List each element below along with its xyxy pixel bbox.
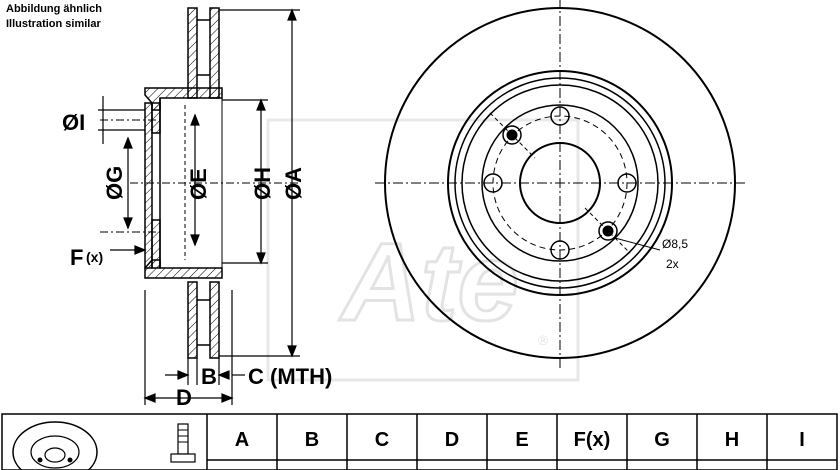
table-header-a: A — [235, 429, 249, 451]
table-header-e: E — [515, 429, 528, 451]
lower-outer-plate — [187, 281, 198, 359]
table-header-fx: F(x) — [574, 429, 611, 451]
locating-hole — [502, 125, 522, 145]
label-phi-h: ØH — [250, 167, 275, 200]
label-phi-g: ØG — [102, 166, 127, 200]
table-header-i: I — [799, 429, 805, 451]
caption-german: Abbildung ähnlich — [6, 3, 102, 15]
table-header-b: B — [305, 429, 319, 451]
watermark: Ate ® — [266, 118, 580, 382]
table-header-g: G — [654, 429, 670, 451]
label-phi-i: ØI — [62, 110, 85, 135]
hole-note-count: 2x — [666, 257, 679, 271]
wheel-bolt-icon — [170, 423, 196, 463]
upper-inner-plate — [209, 7, 220, 99]
section-view — [144, 7, 223, 359]
hat-wall — [144, 102, 153, 269]
upper-outer-plate — [187, 7, 198, 99]
lower-inner-plate — [209, 281, 220, 359]
brake-disc-icon — [12, 421, 98, 470]
hat-outer — [481, 104, 639, 262]
watermark-registered: ® — [538, 332, 549, 348]
locating-hole — [598, 221, 618, 241]
label-d: D — [176, 385, 192, 410]
label-f-sub: (x) — [86, 249, 103, 265]
hole-note-diameter: Ø8,5 — [662, 237, 688, 251]
caption-english: Illustration similar — [6, 18, 101, 30]
label-c-mth: C (MTH) — [248, 364, 332, 389]
table-header-d: D — [445, 429, 459, 451]
label-b: B — [201, 364, 217, 389]
dimension-lines — [98, 8, 300, 405]
table-header-h: H — [725, 429, 739, 451]
watermark-brand: Ate — [338, 221, 518, 344]
label-f: F — [70, 245, 83, 270]
spec-table: A B C D E F(x) G H I — [1, 413, 838, 470]
label-phi-e: ØE — [186, 168, 211, 200]
label-phi-a: ØA — [281, 167, 306, 200]
table-header-c: C — [375, 429, 389, 451]
